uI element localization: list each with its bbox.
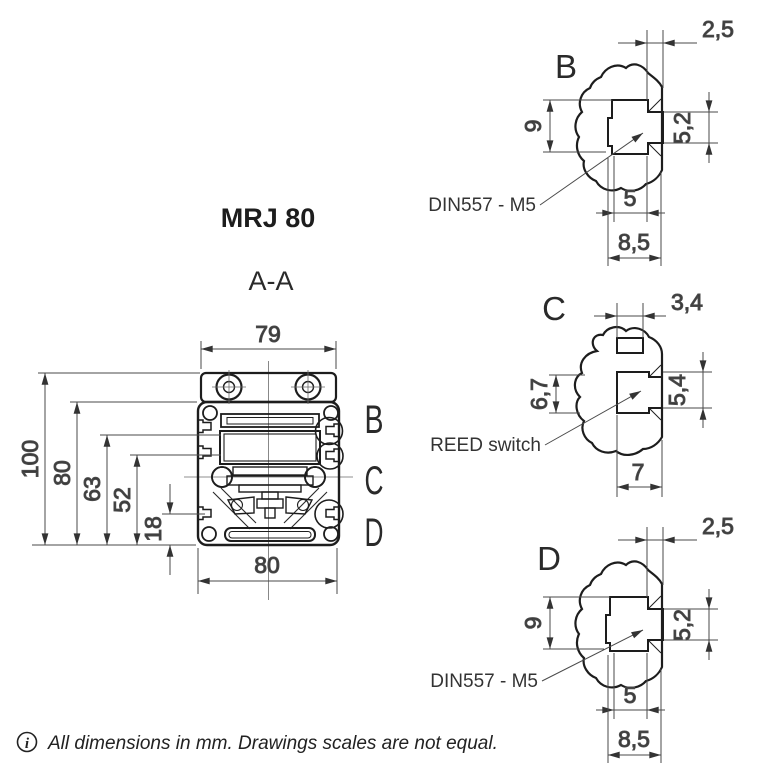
side-fasteners <box>211 466 326 488</box>
dim-18: 18 <box>140 484 205 575</box>
carriage-block <box>223 433 317 462</box>
dim-79: 79 <box>200 321 337 369</box>
dim-d-5: 5 <box>596 653 665 719</box>
detail-c-switch-slot <box>616 371 663 414</box>
footnote-text: All dimensions in mm. Drawings scales ar… <box>47 733 498 754</box>
detail-d-nut-slot <box>605 596 664 652</box>
callout-circle-d <box>314 499 344 529</box>
detail-d-label: D <box>537 540 561 577</box>
callout-letter-d: D <box>365 511 384 555</box>
detail-view-d: D 2,5 9 5,2 5 <box>430 513 734 763</box>
top-seal-strip <box>220 413 320 428</box>
dim-c-7-value: 7 <box>632 459 645 485</box>
dim-100-value: 100 <box>17 440 43 478</box>
page-title: MRJ 80 <box>221 203 316 233</box>
dim-c-3-4: 3,4 <box>594 289 704 338</box>
annotation-din557-d: DIN557 - M5 <box>430 629 644 692</box>
dim-b-9: 9 <box>520 99 612 153</box>
guide-rail-stack <box>226 466 314 493</box>
dim-d-8-5-value: 8,5 <box>618 726 650 752</box>
annotation-din557-b-text: DIN557 - M5 <box>428 195 536 216</box>
profile-body <box>196 400 341 547</box>
dim-b-5-2-value: 5,2 <box>669 112 695 144</box>
dim-63: 63 <box>79 434 221 545</box>
annotation-reed-switch-text: REED switch <box>430 435 541 456</box>
dim-d-5-2-value: 5,2 <box>669 609 695 641</box>
dim-b-8-5-value: 8,5 <box>618 229 650 255</box>
dim-80-bottom: 80 <box>197 548 338 594</box>
dim-b-2-5: 2,5 <box>618 16 734 100</box>
info-icon <box>16 731 38 753</box>
detail-b-label: B <box>555 48 577 85</box>
internal-ribs <box>212 487 328 530</box>
dim-80-left: 80 <box>49 401 197 545</box>
detail-d-profile <box>574 560 664 689</box>
section-label: A-A <box>248 266 293 296</box>
footnote: i All dimensions in mm. Drawings scales … <box>16 731 498 754</box>
dim-63-value: 63 <box>79 476 105 502</box>
mounting-plate <box>199 370 338 404</box>
dim-100: 100 <box>17 372 200 546</box>
annotation-din557-b: DIN557 - M5 <box>428 132 644 216</box>
detail-b-profile <box>574 63 664 192</box>
dim-b-5-2: 5,2 <box>664 92 718 163</box>
dim-d-9: 9 <box>520 596 610 650</box>
dim-52: 52 <box>109 454 221 545</box>
annotation-din557-d-text: DIN557 - M5 <box>430 671 538 692</box>
corner-holes <box>201 405 339 542</box>
drive-mechanism <box>226 491 314 519</box>
dim-c-3-4-value: 3,4 <box>671 289 703 315</box>
main-cavity <box>219 430 321 465</box>
dim-d-9-value: 9 <box>520 617 546 630</box>
dim-d-5-2: 5,2 <box>664 589 718 660</box>
callout-letter-c: C <box>365 459 384 503</box>
dim-79-value: 79 <box>255 321 281 347</box>
top-seal-band <box>226 417 314 425</box>
dim-b-5: 5 <box>596 156 665 222</box>
info-icon-glyph: i <box>25 736 30 752</box>
detail-view-b: B 2,5 9 5,2 5 <box>428 16 734 266</box>
dim-52-value: 52 <box>109 487 135 513</box>
dim-d-8-5: 8,5 <box>607 655 662 763</box>
left-edge-slots <box>197 419 212 521</box>
dim-c-6-7-value: 6,7 <box>526 378 552 410</box>
dim-b-2-5-value: 2,5 <box>702 16 734 42</box>
dim-b-9-value: 9 <box>520 120 546 133</box>
dim-80-bottom-value: 80 <box>254 552 280 578</box>
plate-screw-right <box>291 370 325 404</box>
right-edge-slots <box>325 423 340 521</box>
plate-screw-left <box>212 370 246 404</box>
dim-d-2-5: 2,5 <box>618 513 734 597</box>
dim-80-left-value: 80 <box>49 460 75 486</box>
callout-letter-b: B <box>365 398 384 442</box>
detail-callout-circles <box>314 416 344 529</box>
dim-b-8-5: 8,5 <box>607 158 662 266</box>
main-section-view: MRJ 80 A-A <box>17 203 384 600</box>
detail-c-profile <box>573 325 664 456</box>
callout-circle-c <box>316 442 344 470</box>
detail-b-nut-slot <box>607 99 664 155</box>
detail-c-top-notch <box>616 337 644 354</box>
dim-d-2-5-value: 2,5 <box>702 513 734 539</box>
dim-b-5-value: 5 <box>624 185 637 211</box>
annotation-reed-switch: REED switch <box>430 390 642 456</box>
dim-18-value: 18 <box>140 516 166 542</box>
dim-c-5-4: 5,4 <box>663 352 712 428</box>
callout-circle-b <box>314 416 344 446</box>
detail-c-label: C <box>542 290 566 327</box>
bottom-slot <box>224 527 316 542</box>
dim-c-7: 7 <box>616 415 663 497</box>
dim-c-6-7: 6,7 <box>526 374 585 414</box>
dim-c-5-4-value: 5,4 <box>664 374 690 406</box>
dim-d-5-value: 5 <box>624 682 637 708</box>
detail-view-c: C 3,4 6,7 5,4 7 <box>430 289 712 497</box>
bottom-seal-band <box>228 531 312 539</box>
